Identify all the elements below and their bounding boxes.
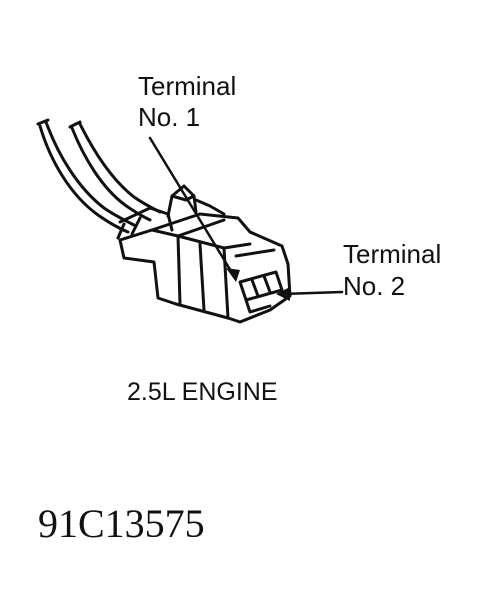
terminal-1-label-line2: No. 1 bbox=[138, 102, 201, 132]
terminal-2-label-line1: Terminal bbox=[343, 239, 442, 269]
terminal-1-leader bbox=[148, 136, 236, 278]
wire-right bbox=[68, 120, 162, 222]
figure-id: 91C13575 bbox=[38, 501, 205, 546]
wire-boot bbox=[116, 206, 174, 240]
connector-body bbox=[118, 184, 292, 324]
terminal-2-arrowhead bbox=[276, 287, 290, 301]
terminal-1-arrowhead bbox=[226, 268, 240, 282]
engine-caption: 2.5L ENGINE bbox=[127, 378, 278, 406]
terminal-2-label-line2: No. 2 bbox=[343, 271, 406, 301]
terminal-2-leader bbox=[280, 290, 344, 296]
terminal-1-label-line1: Terminal bbox=[138, 71, 237, 101]
